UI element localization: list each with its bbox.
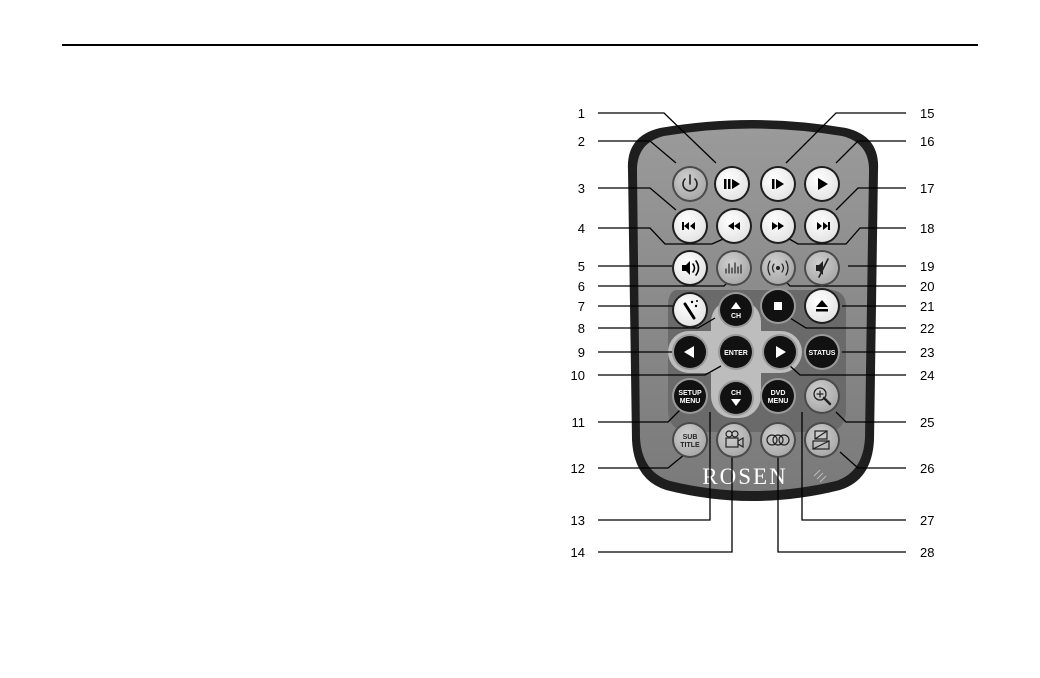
- callout-8: 8: [578, 321, 585, 336]
- mute-button[interactable]: [804, 250, 840, 286]
- callout-4: 4: [578, 221, 585, 236]
- callout-20: 20: [920, 279, 934, 294]
- callout-5: 5: [578, 259, 585, 274]
- channel-up-button-face: [720, 294, 752, 326]
- callout-28: 28: [920, 545, 934, 560]
- stop-icon: [774, 302, 782, 310]
- equalizer-button-face: [718, 252, 750, 284]
- power-button[interactable]: [672, 166, 708, 202]
- setup-menu-label: MENU: [680, 398, 701, 405]
- prev-button[interactable]: [672, 208, 708, 244]
- camera-button[interactable]: [716, 422, 752, 458]
- channel-down-button[interactable]: CH: [718, 380, 754, 416]
- callout-21: 21: [920, 299, 934, 314]
- status-button[interactable]: STATUS: [804, 334, 840, 370]
- eject-button[interactable]: [804, 288, 840, 324]
- callout-14: 14: [571, 545, 585, 560]
- next-button[interactable]: [804, 208, 840, 244]
- callout-22: 22: [920, 321, 934, 336]
- channel-up-button[interactable]: CH: [718, 292, 754, 328]
- callout-10: 10: [571, 368, 585, 383]
- callout-15: 15: [920, 106, 934, 121]
- subtitle-label: TITLE: [680, 442, 700, 449]
- callout-12: 12: [571, 461, 585, 476]
- callout-26: 26: [920, 461, 934, 476]
- aspect-button[interactable]: [804, 422, 840, 458]
- camera-button-face: [718, 424, 750, 456]
- audio-button[interactable]: [760, 422, 796, 458]
- callout-17: 17: [920, 181, 934, 196]
- enter-button[interactable]: ENTER: [718, 334, 754, 370]
- callout-27: 27: [920, 513, 934, 528]
- play-button[interactable]: [804, 166, 840, 202]
- equalizer-button[interactable]: [716, 250, 752, 286]
- dvd-menu-label: MENU: [768, 398, 789, 405]
- step-pause-button[interactable]: [714, 166, 750, 202]
- status-label: STATUS: [809, 350, 836, 357]
- left-button[interactable]: [672, 334, 708, 370]
- callout-3: 3: [578, 181, 585, 196]
- brand-logo: ROSEN: [702, 464, 787, 489]
- callout-25: 25: [920, 415, 934, 430]
- volume-button[interactable]: [672, 250, 708, 286]
- channel-up-label: CH: [731, 313, 741, 320]
- rewind-button[interactable]: [716, 208, 752, 244]
- stop-button[interactable]: [760, 288, 796, 324]
- right-button[interactable]: [762, 334, 798, 370]
- zoom-button-face: [806, 380, 838, 412]
- header-rule: [62, 44, 978, 46]
- callout-2: 2: [578, 134, 585, 149]
- zoom-button[interactable]: [804, 378, 840, 414]
- channel-down-button-face: [720, 382, 752, 414]
- aspect-button-face: [806, 424, 838, 456]
- callout-9: 9: [578, 345, 585, 360]
- callout-11: 11: [572, 415, 586, 430]
- callout-6: 6: [578, 279, 585, 294]
- setup-menu-label: SETUP: [678, 390, 702, 397]
- callout-23: 23: [920, 345, 934, 360]
- magic-button[interactable]: [672, 292, 708, 328]
- subtitle-label: SUB: [683, 434, 698, 441]
- callout-1: 1: [578, 106, 585, 121]
- surround-button[interactable]: [760, 250, 796, 286]
- callout-24: 24: [920, 368, 934, 383]
- callout-7: 7: [578, 299, 585, 314]
- callout-18: 18: [920, 221, 934, 236]
- step-button[interactable]: [760, 166, 796, 202]
- callout-16: 16: [920, 134, 934, 149]
- callout-13: 13: [571, 513, 585, 528]
- fast-forward-button[interactable]: [760, 208, 796, 244]
- channel-down-label: CH: [731, 390, 741, 397]
- dvd-menu-label: DVD: [771, 390, 786, 397]
- callout-19: 19: [920, 259, 934, 274]
- enter-label: ENTER: [724, 350, 748, 357]
